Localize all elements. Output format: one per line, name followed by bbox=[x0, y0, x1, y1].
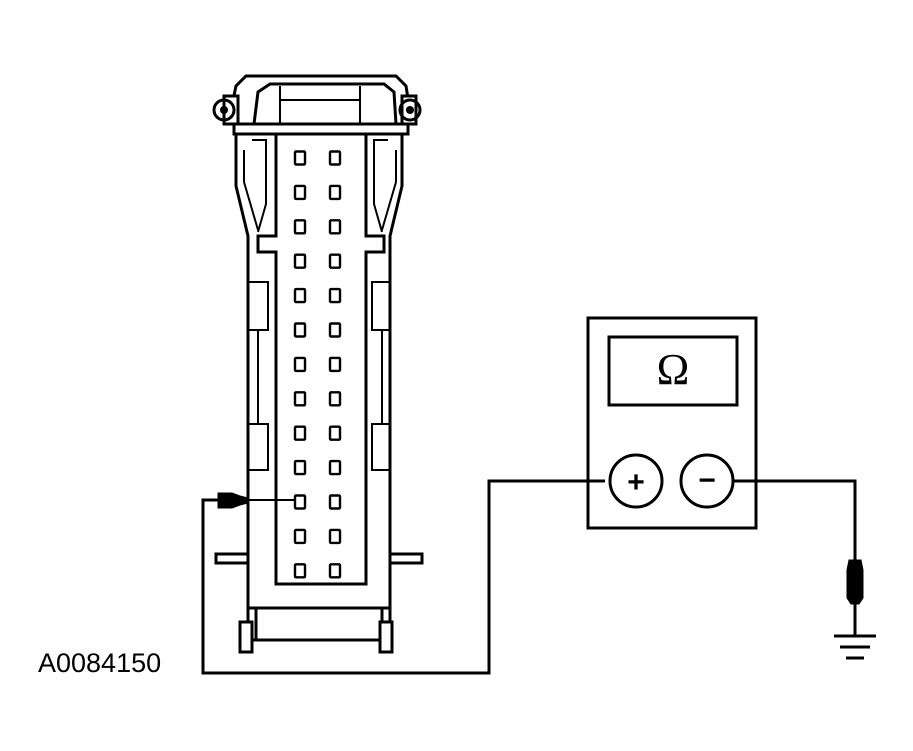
connector-hood-center bbox=[279, 86, 361, 124]
pin-cavity bbox=[293, 425, 307, 441]
pin-cavity bbox=[328, 287, 342, 304]
pin-cavity bbox=[328, 494, 342, 510]
pin-cavity bbox=[293, 563, 307, 579]
connector-right-tab bbox=[388, 552, 424, 565]
wiring-connector bbox=[212, 74, 424, 654]
probed-pin-cavity bbox=[293, 494, 307, 510]
figure-id-label: A0084150 bbox=[38, 648, 161, 678]
ohm-symbol: Ω bbox=[657, 345, 690, 394]
ground-symbol-icon bbox=[834, 634, 876, 660]
pin-cavity bbox=[293, 287, 307, 304]
pin-cavity bbox=[293, 150, 307, 166]
probe-wire-left bbox=[201, 479, 605, 675]
ohmmeter-housing bbox=[586, 316, 758, 530]
connector-bottom-foot-left bbox=[238, 620, 254, 654]
back-probe-lead bbox=[201, 479, 605, 675]
probe-body bbox=[217, 492, 249, 509]
pin-cavity bbox=[328, 150, 342, 166]
pin-cavity bbox=[328, 528, 342, 545]
pin-cavity bbox=[293, 184, 307, 201]
connector-taper-lines bbox=[243, 139, 397, 233]
pin-cavity bbox=[328, 391, 342, 407]
pin-cavity bbox=[328, 563, 342, 579]
connector-right-ear-dot bbox=[406, 106, 414, 114]
connector-bottom-foot-right bbox=[378, 620, 394, 654]
connector-shoulder-band bbox=[232, 122, 410, 136]
pin-cavity-grid bbox=[293, 150, 342, 579]
connector-right-ear-hole bbox=[398, 98, 422, 122]
pin-cavity bbox=[293, 459, 307, 476]
pin-cavity bbox=[328, 356, 342, 373]
pin-cavity bbox=[328, 253, 342, 269]
positive-terminal-label: + bbox=[627, 466, 645, 499]
pin-cavity bbox=[293, 322, 307, 338]
negative-terminal-label: − bbox=[698, 464, 716, 497]
pin-cavity bbox=[328, 184, 342, 201]
ohmmeter-display bbox=[607, 335, 739, 407]
ohmmeter: Ω + − bbox=[586, 316, 758, 530]
pin-cavity bbox=[293, 253, 307, 269]
connector-side-latch-right bbox=[371, 281, 390, 471]
positive-terminal[interactable] bbox=[608, 453, 664, 509]
ground-wire bbox=[733, 479, 857, 560]
pin-cavity bbox=[293, 356, 307, 373]
connector-bottom-base bbox=[246, 608, 392, 642]
pin-cavity bbox=[293, 219, 307, 235]
connector-side-latch-left bbox=[248, 281, 269, 471]
connector-top-hood bbox=[226, 74, 414, 125]
pin-cavity bbox=[328, 322, 342, 338]
connector-left-ear-hole bbox=[212, 98, 236, 122]
connector-pin-housing bbox=[256, 134, 386, 586]
pin-cavity bbox=[293, 391, 307, 407]
connector-left-tab bbox=[214, 552, 250, 565]
connector-top-hood-inner bbox=[252, 82, 398, 125]
pin-cavity bbox=[328, 219, 342, 235]
connector-left-ear-dot bbox=[220, 106, 228, 114]
pin-cavity bbox=[328, 425, 342, 441]
ground-clip bbox=[846, 559, 864, 605]
ground-lead bbox=[733, 479, 876, 660]
connector-body-outline bbox=[234, 134, 404, 610]
pin-cavity bbox=[293, 528, 307, 545]
pin-cavity bbox=[328, 459, 342, 476]
